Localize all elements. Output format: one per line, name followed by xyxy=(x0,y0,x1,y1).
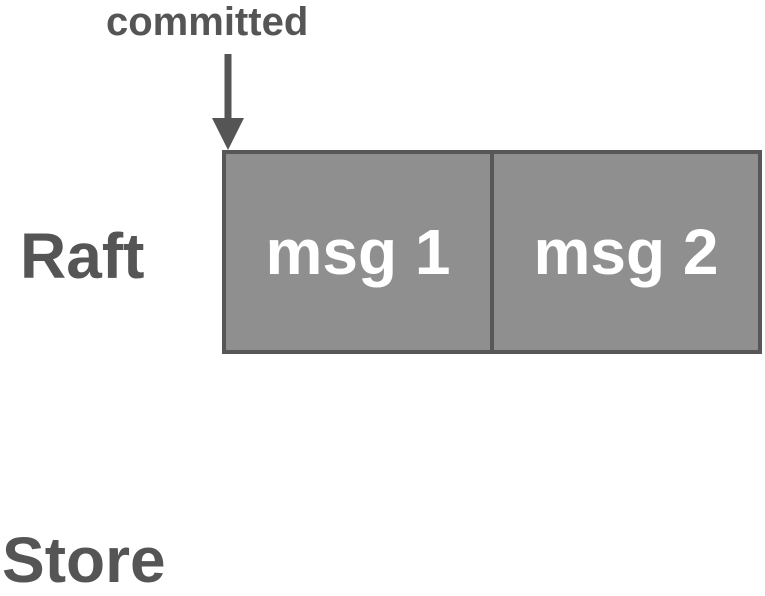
log-entry-2: msg 2 xyxy=(490,150,762,354)
raft-log: msg 1 msg 2 xyxy=(222,150,764,354)
committed-label: committed xyxy=(106,0,309,44)
store-row-label: Store xyxy=(2,524,166,596)
raft-row-label: Raft xyxy=(20,220,145,292)
log-entry-1: msg 1 xyxy=(222,150,494,354)
committed-arrow-icon xyxy=(212,54,244,150)
